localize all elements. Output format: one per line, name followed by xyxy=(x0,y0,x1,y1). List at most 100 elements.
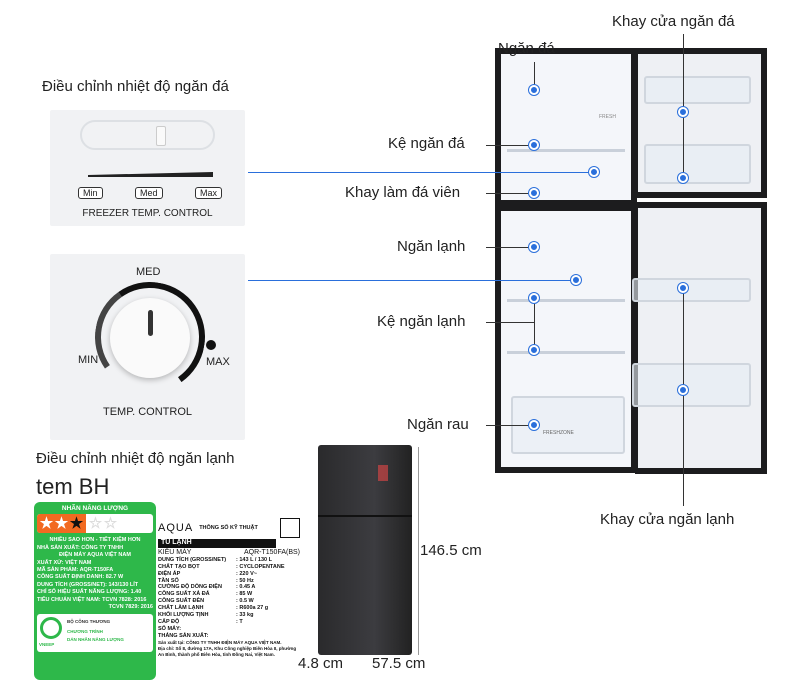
door-tray xyxy=(632,278,751,302)
star-icon: ☆ xyxy=(103,515,118,533)
leader-line xyxy=(534,298,535,350)
marker-dot xyxy=(589,167,599,177)
spec-row: CHẤT LÀM LẠNH: R600a 27 g xyxy=(158,605,300,612)
energy-label: NHÃN NĂNG LƯỢNG ★★★ ☆☆ NHIỀU SAO HƠN - T… xyxy=(34,502,156,680)
freezer-control-heading: Điều chỉnh nhiệt độ ngăn đá xyxy=(42,78,229,95)
spec-key: ĐIỆN ÁP xyxy=(158,570,181,577)
spec-key: DUNG TÍCH (GROSS/NET) xyxy=(158,556,227,563)
callout-vegetable-drawer: Ngăn rau xyxy=(407,416,469,433)
height-line xyxy=(418,447,419,655)
marker-dot xyxy=(529,85,539,95)
freezer-door[interactable] xyxy=(635,48,767,198)
star-icon: ★ xyxy=(69,515,84,533)
callout-fridge: Ngăn lạnh xyxy=(397,238,466,255)
product-type: TỦ LẠNH xyxy=(158,539,276,548)
dial-pointer xyxy=(148,310,153,336)
spec-value: : 0.5 W xyxy=(236,598,254,605)
callout-freezer: Ngăn đá xyxy=(498,40,555,57)
energy-line: CÔNG SUẤT ĐỊNH DANH: 82.7 W xyxy=(37,574,124,581)
date-label: THÁNG SẢN XUẤT: xyxy=(158,632,209,639)
star-rating: ★★★ ☆☆ xyxy=(37,514,153,534)
spec-value: : 143 L / 130 L xyxy=(236,556,272,563)
spec-key: CẤP ĐỘ xyxy=(158,618,180,625)
height-dim: 146.5 cm xyxy=(420,542,482,559)
marker-dot xyxy=(678,283,688,293)
qr-mark-icon xyxy=(280,518,300,538)
footer-line: DÁN NHÃN NĂNG LƯỢNG xyxy=(67,637,124,643)
fridge-compartment: FRESHZONE xyxy=(495,205,637,473)
marker-dot xyxy=(529,293,539,303)
energy-line: DUNG TÍCH (GROSS/NET): 143/130 LÍT xyxy=(37,581,139,588)
max-label: MAX xyxy=(206,356,230,368)
spec-row: DUNG TÍCH (GROSS/NET) : 143 L / 130 L xyxy=(158,557,300,564)
min-label: Min xyxy=(78,187,103,199)
spec-row: CÔNG SUẤT ĐÈN: 0.5 W xyxy=(158,598,300,605)
fridge-shelf xyxy=(507,351,625,354)
leader-line xyxy=(486,247,534,248)
marker-dot xyxy=(529,420,539,430)
energy-line: XUẤT XỨ: VIỆT NAM xyxy=(37,559,92,566)
leader-line xyxy=(486,145,534,146)
spec-value: : T xyxy=(236,618,243,625)
freezer-shelf xyxy=(507,149,625,152)
spec-key: CÔNG SUẤT XẢ ĐÁ xyxy=(158,591,210,598)
sticker xyxy=(378,465,388,481)
leader-line xyxy=(534,62,535,90)
star-icon: ★ xyxy=(39,515,54,533)
maker: Sản xuất tại: CÔNG TY TNHH ĐIỆN MÁY AQUA… xyxy=(158,639,282,645)
med-label: Med xyxy=(135,187,163,199)
max-label: Max xyxy=(195,187,223,199)
footer-line: BỘ CÔNG THƯƠNG xyxy=(67,619,111,625)
spec-value: : 85 W xyxy=(236,591,253,598)
fridge-shelf xyxy=(507,299,625,302)
max-dot xyxy=(206,340,216,350)
callout-fridge-door-tray: Khay cửa ngăn lạnh xyxy=(600,511,735,528)
energy-line: TCVN 7829: 2016 xyxy=(108,604,153,611)
marker-dot xyxy=(678,107,688,117)
level-wedge xyxy=(88,172,213,177)
model-label: KIỂU MÁY xyxy=(158,548,192,556)
star-icon: ★ xyxy=(54,515,69,533)
slider-track[interactable] xyxy=(80,120,215,150)
spec-key: CHẤT TẠO BỌT xyxy=(158,563,200,570)
spec-key: CHẤT LÀM LẠNH xyxy=(158,605,204,612)
leader-line xyxy=(683,288,684,506)
spec-rows: DUNG TÍCH (GROSS/NET) : 143 L / 130 L CHẤT… xyxy=(158,557,300,626)
spec-heading: THÔNG SỐ KỸ THUẬT xyxy=(199,524,258,531)
energy-line: CHỈ SỐ HIỆU SUẤT NĂNG LƯỢNG: 1.40 xyxy=(37,589,142,596)
depth-dim: 57.5 cm xyxy=(372,655,426,672)
leader-line xyxy=(683,34,684,178)
energy-line: NHÀ SẢN XUẤT: CÔNG TY TNHH xyxy=(37,544,124,551)
freezer-compartment: FRESH xyxy=(495,48,637,206)
energy-line: ĐIỆN MÁY AQUA VIỆT NAM xyxy=(59,552,131,559)
slider-knob[interactable] xyxy=(156,126,166,146)
vneep-box: VNEEP BỘ CÔNG THƯƠNG CHƯƠNG TRÌNH DÁN NH… xyxy=(37,614,153,653)
spec-value: : 50 Hz xyxy=(236,577,254,584)
spec-row: CÔNG SUẤT XẢ ĐÁ : 85 W xyxy=(158,591,300,598)
min-label: MIN xyxy=(78,354,99,366)
fridge-door[interactable] xyxy=(632,202,767,474)
door-tray xyxy=(644,144,751,184)
spec-value: : 0.45 A xyxy=(236,584,256,591)
spec-key: CƯỜNG ĐỘ DÒNG ĐIỆN xyxy=(158,584,222,591)
spec-row: KHỐI LƯỢNG TỊNH: 33 kg xyxy=(158,612,300,619)
address: Địa chỉ: Số 8, đường 17A, Khu Công nghiệ… xyxy=(158,645,297,657)
spec-row: TẦN SỐ : 50 Hz xyxy=(158,578,300,585)
spec-key: KHỐI LƯỢNG TỊNH xyxy=(158,612,209,619)
vneep-logo-icon xyxy=(40,617,62,640)
callout-fridge-shelf: Kệ ngăn lạnh xyxy=(377,313,466,330)
spec-value: : CYCLOPENTANE xyxy=(236,563,285,570)
temp-control-caption: TEMP. CONTROL xyxy=(102,406,193,418)
freezer-control-caption: FREEZER TEMP. CONTROL xyxy=(82,208,213,219)
marker-dot xyxy=(529,242,539,252)
energy-line: TIÊU CHUẨN VIỆT NAM: TCVN 7828: 2016 xyxy=(37,596,147,603)
marker-dot xyxy=(678,173,688,183)
spec-key: TẦN SỐ xyxy=(158,577,179,584)
fridge-thumbnail xyxy=(318,445,412,655)
warranty-title: tem BH xyxy=(36,474,110,499)
temp-control-heading: Điều chỉnh nhiệt độ ngăn lạnh xyxy=(36,450,235,467)
freshzone-mark: FRESHZONE xyxy=(543,430,574,436)
temp-control-panel: MED MIN MAX TEMP. CONTROL xyxy=(50,254,245,440)
fresh-mark: FRESH xyxy=(599,114,616,120)
